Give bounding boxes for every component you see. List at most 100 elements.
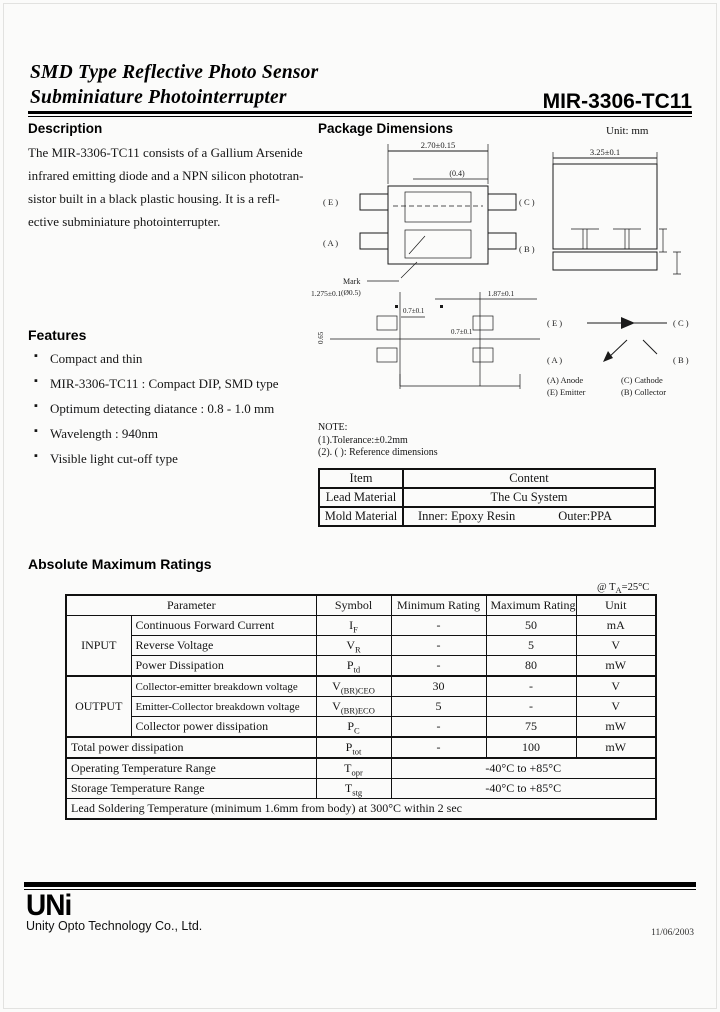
min-rating: - <box>390 736 487 759</box>
description-heading: Description <box>28 121 103 136</box>
dim-pitch-label: 1.275±0.1 <box>311 289 342 298</box>
materials-header-content: Content <box>402 468 656 489</box>
lead-material-content: The Cu System <box>402 487 656 508</box>
features-heading: Features <box>28 327 87 343</box>
min-rating: - <box>390 655 487 677</box>
unit: V <box>575 635 657 656</box>
unit: mW <box>575 716 657 738</box>
dim-body-width-label: 2.70±0.15 <box>421 140 455 150</box>
param: Total power dissipation <box>65 736 317 759</box>
header-rule-thick <box>28 111 692 114</box>
table-row: Power Dissipation Ptd - 80 mW <box>66 655 657 677</box>
mold-inner: Inner: Epoxy Resin <box>418 509 516 523</box>
max-rating: 75 <box>485 716 577 738</box>
min-rating: 5 <box>390 696 487 717</box>
legend-collector: (B) Collector <box>621 387 666 397</box>
table-row: Collector power dissipation PC - 75 mW <box>66 716 657 738</box>
symbol: VR <box>315 635 392 656</box>
max-rating: 100 <box>485 736 577 759</box>
mold-material-item: Mold Material <box>318 506 404 527</box>
ratings-table: Parameter Symbol Minimum Rating Maximum … <box>65 594 658 820</box>
min-rating: - <box>390 615 487 636</box>
header-min: Minimum Rating <box>390 594 487 616</box>
max-rating: 5 <box>485 635 577 656</box>
symbol: V(BR)ECO <box>315 696 392 717</box>
max-rating: - <box>485 696 577 717</box>
table-row: Operating Temperature Range Topr -40°C t… <box>65 757 657 779</box>
description-line: ective subminiature photointerrupter. <box>28 214 221 229</box>
param: Emitter-Collector breakdown voltage <box>130 696 317 717</box>
max-rating: 80 <box>485 655 577 677</box>
feature-item: Visible light cut-off type <box>34 450 314 467</box>
unit: V <box>575 675 657 697</box>
max-rating: - <box>485 675 577 697</box>
description-line: The MIR-3306-TC11 consists of a Gallium … <box>28 145 303 160</box>
header-symbol: Symbol <box>315 594 392 616</box>
range-value: -40°C to +85°C <box>390 757 657 779</box>
table-row: Reverse Voltage VR - 5 V <box>66 635 657 656</box>
table-row: Emitter-Collector breakdown voltage V(BR… <box>66 696 657 717</box>
symbol: Ptd <box>315 655 392 677</box>
pin-c-label: ( C ) <box>519 197 535 207</box>
schematic-pin-c-label: ( C ) <box>673 318 689 328</box>
param: Reverse Voltage <box>130 635 317 656</box>
note-line: (2). ( ): Reference dimensions <box>318 447 438 458</box>
doc-title-line2: Subminiature Photointerrupter <box>30 87 287 108</box>
dim-pad-w2-label: 0.7±0.1 <box>451 328 473 336</box>
unit: mW <box>575 736 657 759</box>
symbol: IF <box>315 615 392 636</box>
mark-label: Mark <box>343 277 360 286</box>
param: Power Dissipation <box>130 655 317 677</box>
table-row: Lead Soldering Temperature (minimum 1.6m… <box>65 798 657 820</box>
table-row: Total power dissipation Ptot - 100 mW <box>65 736 657 759</box>
table-row: OUTPUT Collector-emitter breakdown volta… <box>65 675 657 738</box>
soldering-footnote: Lead Soldering Temperature (minimum 1.6m… <box>65 798 657 820</box>
min-rating: 30 <box>390 675 487 697</box>
legend-cathode: (C) Cathode <box>621 375 663 385</box>
ratings-header-row: Parameter Symbol Minimum Rating Maximum … <box>65 594 657 616</box>
uni-logo: UNi <box>26 889 72 922</box>
unit: mA <box>575 615 657 636</box>
min-rating: - <box>390 716 487 738</box>
materials-header-item: Item <box>318 468 404 489</box>
note-title: NOTE: <box>318 422 348 433</box>
dim-pad-w1-label: 0.7±0.1 <box>403 307 425 315</box>
footer-rule-thin <box>24 889 696 890</box>
param: Collector-emitter breakdown voltage <box>130 675 317 697</box>
description-line: sistor built in a black plastic housing.… <box>28 191 280 206</box>
symbol: Tstg <box>315 778 392 799</box>
led-arrow-icon <box>621 317 635 329</box>
dim-side-label: 3.25±0.1 <box>590 147 620 157</box>
footer-rule-thick <box>24 882 696 887</box>
company-name: Unity Opto Technology Co., Ltd. <box>26 919 203 933</box>
mark-dia-label: (Ø0.5) <box>341 288 361 297</box>
feature-item: Wavelength : 940nm <box>34 425 314 442</box>
lead-material-item: Lead Material <box>318 487 404 508</box>
note-line: (1).Tolerance:±0.2mm <box>318 434 408 446</box>
part-number: MIR-3306-TC11 <box>542 90 692 113</box>
param: Continuous Forward Current <box>130 615 317 636</box>
min-rating: - <box>390 635 487 656</box>
materials-table: Item Content Lead Material The Cu System… <box>318 468 656 527</box>
symbol: Topr <box>315 757 392 779</box>
ratings-condition: @ TA=25°C <box>597 582 650 596</box>
unit: mW <box>575 655 657 677</box>
ratings-heading: Absolute Maximum Ratings <box>28 556 212 572</box>
pin-b-label: ( B ) <box>519 244 535 254</box>
symbol: Ptot <box>315 736 392 759</box>
mold-outer: Outer:PPA <box>558 509 612 523</box>
pin-a-label: ( A ) <box>323 238 338 248</box>
header-parameter: Parameter <box>65 594 317 616</box>
doc-title-line1: SMD Type Reflective Photo Sensor <box>30 62 319 83</box>
features-list: Compact and thin MIR-3306-TC11 : Compact… <box>34 350 314 476</box>
unit-label: Unit: mm <box>606 125 649 137</box>
package-dimensions-heading: Package Dimensions <box>318 121 454 136</box>
feature-item: Optimum detecting diatance : 0.8 - 1.0 m… <box>34 400 314 417</box>
symbol: V(BR)CEO <box>315 675 392 697</box>
group-input: INPUT <box>65 615 132 677</box>
pin-e-label: ( E ) <box>323 197 338 207</box>
group-output: OUTPUT <box>65 675 132 738</box>
unit: V <box>575 696 657 717</box>
dim-height-label: 0.65 <box>317 331 325 344</box>
